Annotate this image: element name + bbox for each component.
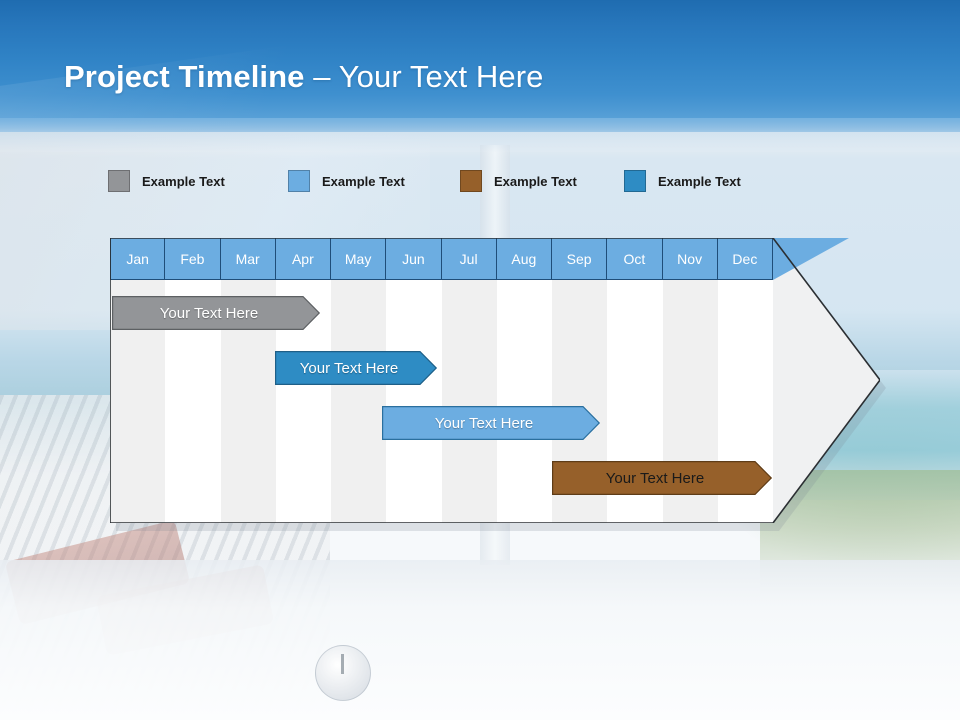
legend: Example Text Example Text Example Text E… [108, 170, 848, 194]
legend-item-label: Example Text [142, 173, 225, 189]
title-band-fade [0, 118, 960, 152]
legend-item-label: Example Text [494, 173, 577, 189]
background-window-sill [0, 560, 960, 720]
legend-item-label: Example Text [322, 173, 405, 189]
legend-swatch-light-blue [288, 170, 310, 192]
legend-swatch-gray [108, 170, 130, 192]
legend-item[interactable]: Example Text [108, 170, 225, 192]
timeline-bar-label: Your Text Here [159, 304, 259, 322]
title-band [0, 0, 960, 132]
background-control-knob [315, 645, 371, 701]
timeline-bar[interactable]: Your Text Here [112, 296, 320, 330]
legend-item[interactable]: Example Text [624, 170, 741, 192]
page-title-light: Your Text Here [338, 59, 544, 94]
timeline-bar[interactable]: Your Text Here [382, 406, 600, 440]
page-title-separator: – [304, 59, 339, 94]
legend-swatch-blue [624, 170, 646, 192]
legend-item[interactable]: Example Text [460, 170, 577, 192]
legend-item[interactable]: Example Text [288, 170, 405, 192]
legend-swatch-brown [460, 170, 482, 192]
timeline-bar-label: Your Text Here [605, 469, 705, 487]
page-title: Project Timeline – Your Text Here [64, 59, 543, 95]
timeline-bar[interactable]: Your Text Here [275, 351, 437, 385]
page-title-bold: Project Timeline [64, 59, 305, 94]
legend-item-label: Example Text [658, 173, 741, 189]
timeline-bar[interactable]: Your Text Here [552, 461, 772, 495]
timeline-bar-label: Your Text Here [299, 359, 399, 377]
timeline-bar-label: Your Text Here [434, 414, 534, 432]
